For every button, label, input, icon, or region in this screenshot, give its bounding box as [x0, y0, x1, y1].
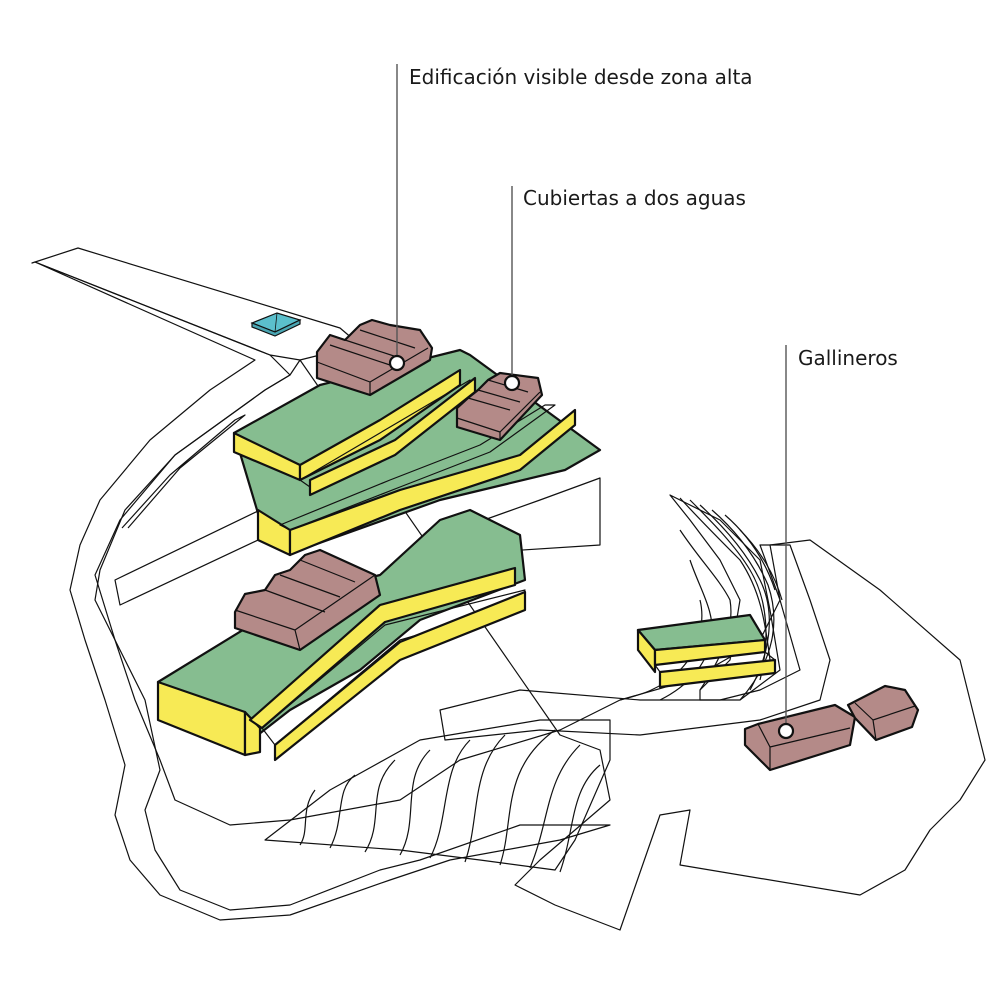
left-road-inner-edge [121, 414, 246, 529]
annotation-gallineros: Gallineros [777, 345, 898, 740]
left-road [34, 261, 611, 921]
small-terrace [636, 613, 777, 689]
annotation-edificacion: Edificación visible desde zona alta [388, 64, 753, 372]
annotation-cubiertas: Cubiertas a dos aguas [503, 186, 746, 392]
label-edificacion: Edificación visible desde zona alta [409, 65, 753, 89]
upper-terrace [232, 348, 602, 557]
right-road [439, 544, 831, 741]
label-gallineros: Gallineros [798, 346, 898, 370]
marker-gallineros [777, 722, 795, 740]
lower-building-group [233, 548, 382, 652]
lower-terrace [156, 508, 527, 762]
chicken-coops [743, 684, 920, 772]
lower-slope [264, 719, 611, 871]
upper-road-green-strip [31, 247, 361, 361]
label-cubiertas: Cubiertas a dos aguas [523, 186, 746, 210]
water-tank [250, 312, 302, 337]
marker-cubiertas [503, 374, 521, 392]
marker-edificacion [388, 354, 406, 372]
contour-lines [299, 497, 783, 873]
right-slope [669, 494, 781, 701]
